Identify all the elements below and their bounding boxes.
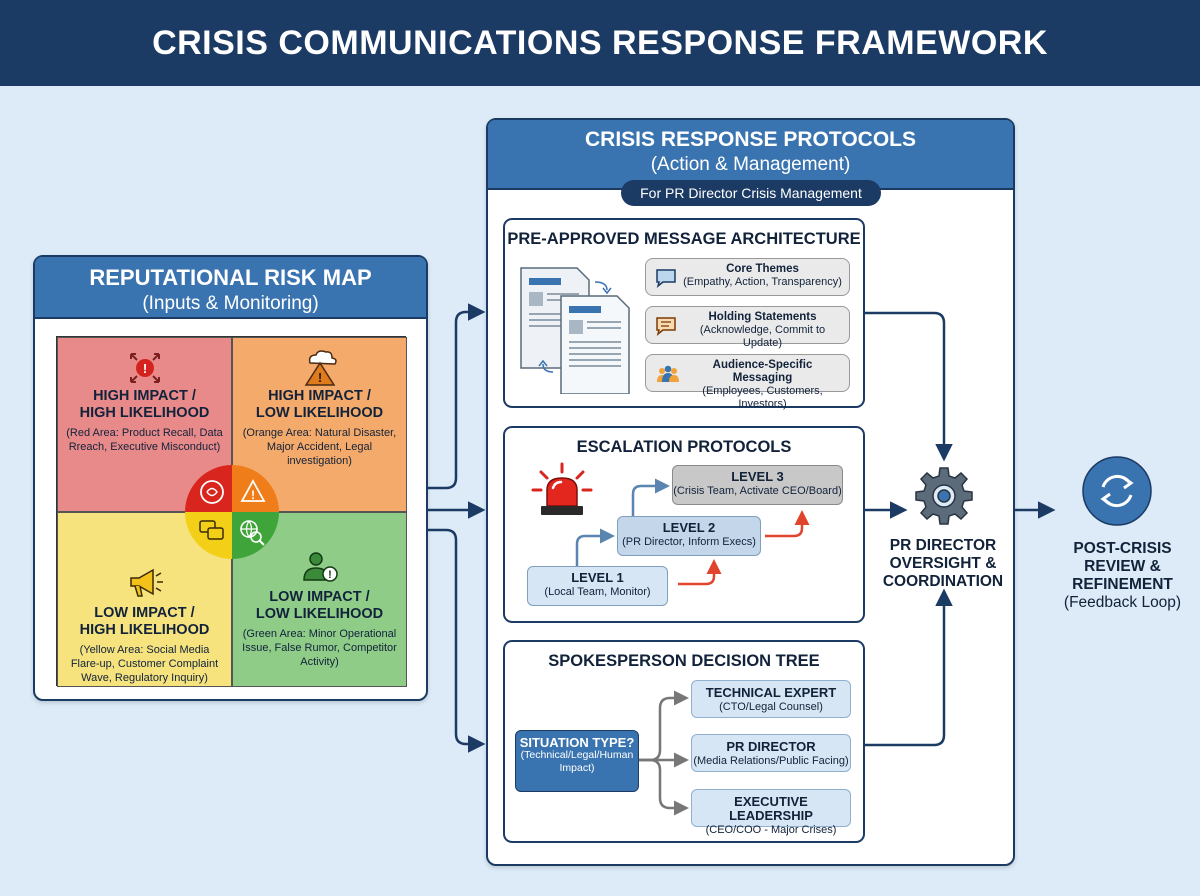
- page-title: CRISIS COMMUNICATIONS RESPONSE FRAMEWORK: [152, 23, 1048, 62]
- quadrant-title: LOW IMPACT / LOW LIKELIHOOD: [233, 589, 406, 623]
- risk-map-header: REPUTATIONAL RISK MAP (Inputs & Monitori…: [35, 257, 426, 319]
- risk-center-circle: !: [185, 465, 279, 559]
- risk-map-panel: REPUTATIONAL RISK MAP (Inputs & Monitori…: [33, 255, 428, 701]
- alert-arrows-icon: !: [58, 348, 231, 388]
- svg-text:!: !: [317, 370, 321, 385]
- risk-map-title: REPUTATIONAL RISK MAP: [89, 265, 372, 290]
- level-3-desc: (Crisis Team, Activate CEO/Board): [673, 485, 842, 497]
- quadrant-title-line: HIGH LIKELIHOOD: [79, 405, 210, 421]
- document-bubble-icon: [655, 316, 677, 340]
- pr-director-node: PR DIRECTOR (Media Relations/Public Faci…: [691, 734, 851, 772]
- oversight-line: PR DIRECTOR: [889, 537, 997, 554]
- svg-text:!: !: [328, 569, 332, 581]
- pr-director-title: PR DIRECTOR: [726, 739, 816, 754]
- pr-director-oversight: PR DIRECTOR OVERSIGHT & COORDINATION: [882, 537, 1004, 591]
- spokesperson-title: SPOKESPERSON DECISION TREE: [548, 652, 820, 670]
- feedback-loop-label: (Feedback Loop): [1063, 594, 1182, 611]
- person-alert-icon: !: [233, 547, 406, 587]
- level-3-title: LEVEL 3: [731, 469, 784, 484]
- executive-leadership-node: EXECUTIVE LEADERSHIP (CEO/COO - Major Cr…: [691, 789, 851, 836]
- core-themes-bubble: Core Themes (Empathy, Action, Transparen…: [645, 258, 850, 296]
- protocols-header: CRISIS RESPONSE PROTOCOLS (Action & Mana…: [488, 120, 1013, 190]
- svg-text:!: !: [142, 361, 146, 376]
- quadrant-title-line: LOW LIKELIHOOD: [255, 405, 384, 421]
- warning-triangle-icon: !: [240, 479, 266, 502]
- gear-icon: [915, 467, 973, 525]
- documents-icon: [520, 267, 630, 394]
- quadrant-title-line: LOW IMPACT /: [94, 605, 195, 621]
- quadrant-desc: (Yellow Area: Social Media Flare-up, Cus…: [70, 644, 219, 684]
- audience-messaging-title: Audience-Specific Messaging: [712, 359, 813, 384]
- technical-expert-node: TECHNICAL EXPERT (CTO/Legal Counsel): [691, 680, 851, 718]
- technical-expert-title: TECHNICAL EXPERT: [705, 685, 837, 700]
- message-architecture-title: PRE-APPROVED MESSAGE ARCHITECTURE: [507, 230, 861, 248]
- risk-grid: ! HIGH IMPACT / HIGH LIKELIHOOD (Red Are…: [56, 336, 407, 687]
- svg-text:!: !: [251, 488, 255, 502]
- post-crisis-line: REVIEW &: [1084, 558, 1161, 575]
- holding-statements-bubble: Holding Statements (Acknowledge, Commit …: [645, 306, 850, 349]
- technical-expert-desc: (CTO/Legal Counsel): [719, 701, 823, 713]
- risk-to-messages-arrow: [428, 303, 486, 490]
- post-crisis-line: POST-CRISIS: [1073, 540, 1172, 557]
- protocols-subtitle: (Action & Management): [650, 154, 851, 175]
- core-themes-title: Core Themes: [726, 263, 799, 275]
- quadrant-desc: (Red Area: Product Recall, Data Rreach, …: [66, 427, 223, 453]
- quadrant-title-line: HIGH IMPACT /: [93, 388, 196, 404]
- pr-director-desc: (Media Relations/Public Facing): [693, 755, 849, 767]
- protocols-title: CRISIS RESPONSE PROTOCOLS: [584, 128, 916, 151]
- page-header: CRISIS COMMUNICATIONS RESPONSE FRAMEWORK: [0, 0, 1200, 86]
- oversight-line: COORDINATION: [882, 573, 1004, 590]
- quadrant-title-line: HIGH IMPACT /: [268, 388, 371, 404]
- pr-director-pill: For PR Director Crisis Management: [621, 180, 881, 206]
- holding-statements-desc: (Acknowledge, Commit to Update): [699, 324, 826, 349]
- megaphone-icon: [58, 563, 231, 603]
- siren-icon: [531, 462, 593, 515]
- situation-type-node: SITUATION TYPE? (Technical/Legal/Human I…: [515, 730, 639, 792]
- post-crisis-review: POST-CRISIS REVIEW & REFINEMENT (Feedbac…: [1055, 540, 1190, 612]
- quadrant-high-low: ! HIGH IMPACT / LOW LIKELIHOOD (Orange A…: [232, 337, 407, 512]
- quadrant-title: HIGH IMPACT / LOW LIKELIHOOD: [233, 388, 406, 422]
- level-1-title: LEVEL 1: [571, 570, 624, 585]
- executive-leadership-desc: (CEO/COO - Major Crises): [705, 824, 837, 836]
- quadrant-high-high: ! HIGH IMPACT / HIGH LIKELIHOOD (Red Are…: [57, 337, 232, 512]
- core-themes-desc: (Empathy, Action, Transparency): [683, 276, 842, 288]
- oversight-line: OVERSIGHT &: [889, 555, 997, 572]
- message-architecture-box: PRE-APPROVED MESSAGE ARCHITECTURE Core T…: [503, 218, 865, 410]
- holding-statements-title: Holding Statements: [708, 311, 817, 323]
- level-1-desc: (Local Team, Monitor): [544, 586, 651, 598]
- level-1-box: LEVEL 1 (Local Team, Monitor): [527, 566, 668, 606]
- executive-leadership-title: EXECUTIVE LEADERSHIP: [729, 794, 813, 823]
- quadrant-title-line: LOW LIKELIHOOD: [255, 606, 384, 622]
- quadrant-title: LOW IMPACT / HIGH LIKELIHOOD: [58, 605, 231, 639]
- quadrant-desc: (Green Area: Minor Operational Issue, Fa…: [242, 628, 397, 668]
- level-2-title: LEVEL 2: [662, 520, 716, 535]
- audience-messaging-desc: (Employees, Customers, Investors): [702, 385, 823, 410]
- escalation-title: ESCALATION PROTOCOLS: [576, 438, 792, 456]
- storm-warning-icon: !: [233, 348, 406, 388]
- level-2-box: LEVEL 2 (PR Director, Inform Execs): [617, 516, 761, 556]
- refresh-cycle-icon: [1082, 456, 1152, 526]
- quadrant-title-line: LOW IMPACT /: [269, 589, 370, 605]
- audience-messaging-bubble: Audience-Specific Messaging (Employees, …: [645, 354, 850, 410]
- post-crisis-line: REFINEMENT: [1072, 576, 1173, 593]
- level-3-box: LEVEL 3 (Crisis Team, Activate CEO/Board…: [672, 465, 843, 505]
- speech-bubble-icon: [655, 268, 677, 292]
- level-2-desc: (PR Director, Inform Execs): [622, 536, 756, 548]
- globe-search-icon: [240, 520, 265, 546]
- chat-bubbles-icon: [199, 520, 224, 540]
- quadrant-title-line: HIGH LIKELIHOOD: [79, 622, 210, 638]
- brain-icon: [200, 480, 224, 504]
- risk-map-subtitle: (Inputs & Monitoring): [142, 293, 319, 314]
- quadrant-title: HIGH IMPACT / HIGH LIKELIHOOD: [58, 388, 231, 422]
- risk-to-spokesperson-arrow: [428, 528, 486, 753]
- audience-icon: [655, 364, 681, 388]
- quadrant-desc: (Orange Area: Natural Disaster, Major Ac…: [242, 427, 397, 467]
- situation-type-desc: (Technical/Legal/Human Impact): [520, 749, 634, 774]
- situation-type-title: SITUATION TYPE?: [519, 735, 635, 750]
